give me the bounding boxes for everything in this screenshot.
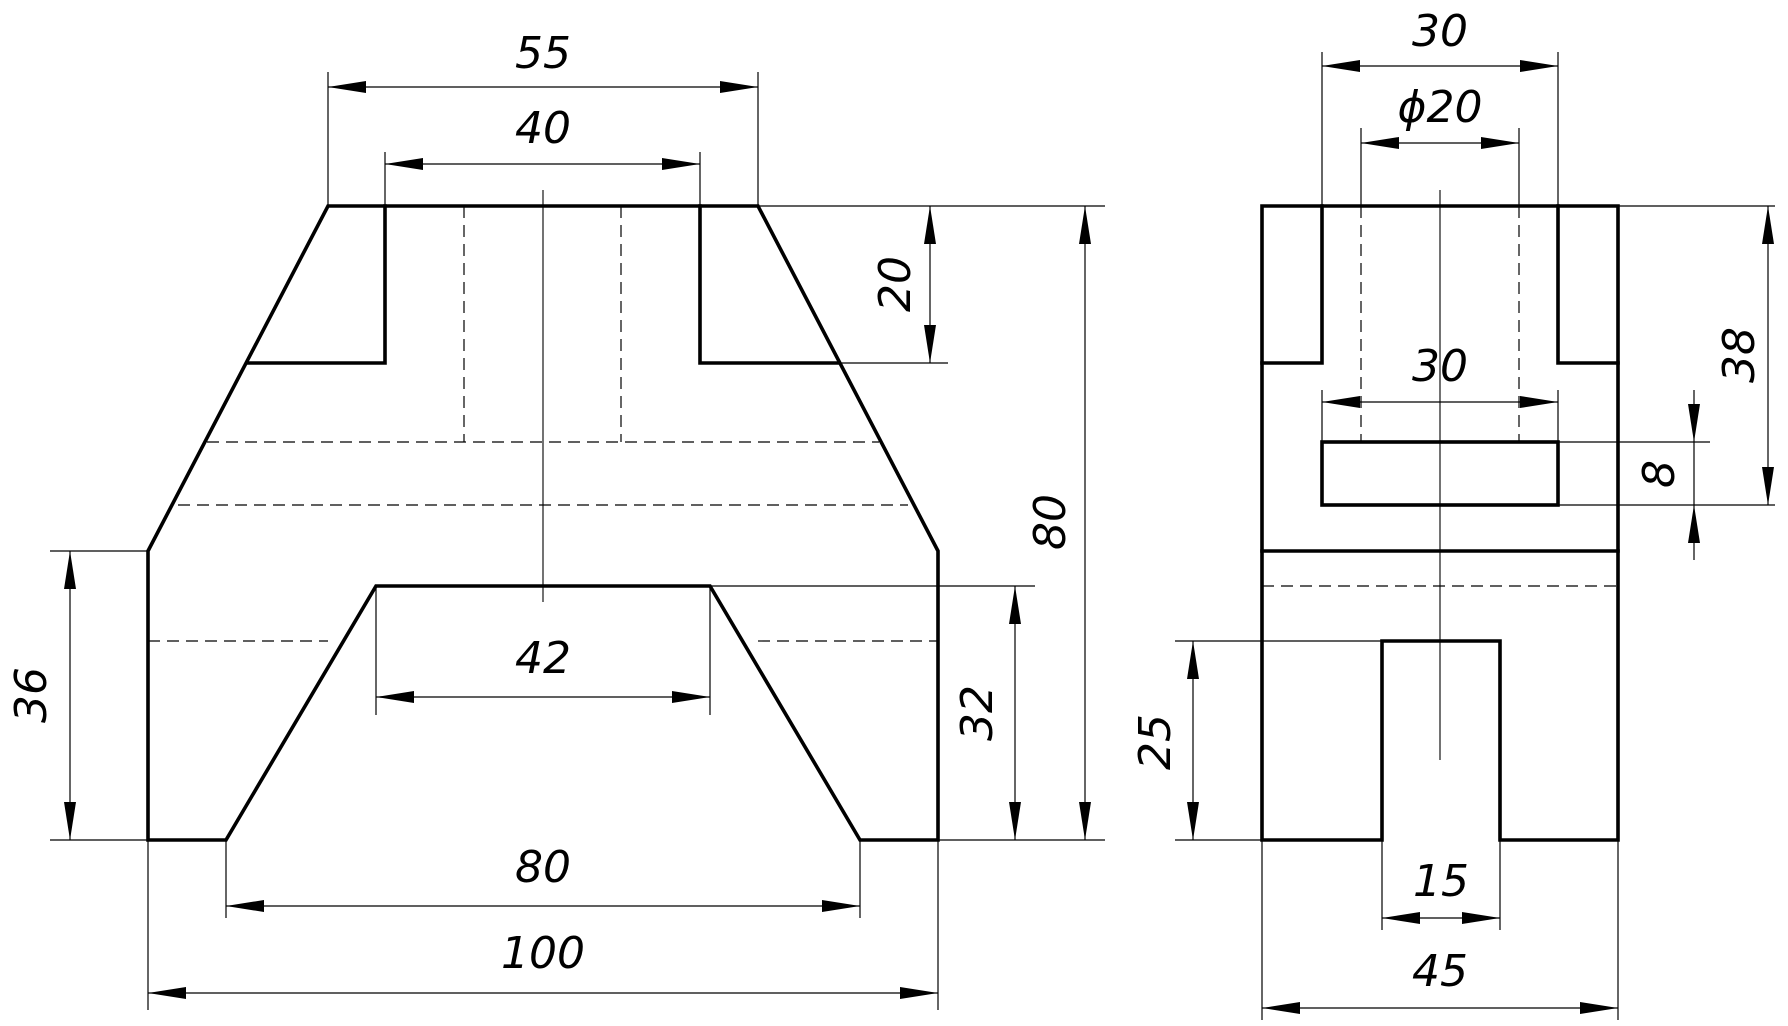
dim-side-total-width: 45 — [1412, 946, 1468, 997]
side-extension-lines — [1175, 52, 1775, 1020]
dim-front-top-width: 55 — [515, 28, 571, 79]
dim-front-arch-height: 32 — [952, 685, 1003, 741]
dim-side-height-38: 38 — [1714, 327, 1765, 383]
dim-side-slot-height: 8 — [1634, 460, 1685, 488]
dim-side-top-width: 30 — [1412, 6, 1468, 57]
dim-side-hole-diameter: ϕ20 — [1397, 82, 1482, 133]
side-arrows — [1187, 60, 1774, 1014]
dim-side-notch-height: 25 — [1130, 714, 1181, 770]
dim-front-side-height: 36 — [6, 667, 57, 723]
side-right-slot — [1556, 204, 1620, 365]
side-view-outline — [1260, 204, 1620, 842]
front-arrows — [64, 81, 1091, 999]
dim-front-slot-width: 40 — [515, 103, 571, 154]
side-left-slot — [1260, 204, 1324, 365]
dim-front-total-height: 80 — [1025, 494, 1076, 550]
front-view: 55 40 20 80 36 32 42 80 100 — [6, 28, 1105, 1010]
dim-front-total-width: 100 — [501, 928, 585, 979]
front-left-slot — [246, 204, 387, 365]
front-extension-lines — [50, 72, 1105, 1010]
dim-side-notch-width: 15 — [1413, 856, 1469, 907]
front-right-slot — [698, 204, 840, 365]
side-view: 30 ϕ20 30 38 8 25 15 45 — [1130, 6, 1775, 1020]
dim-front-base-inner-width: 80 — [515, 842, 571, 893]
dim-side-slot-width: 30 — [1412, 341, 1468, 392]
dim-front-arch-width: 42 — [515, 633, 571, 684]
dim-front-slot-depth: 20 — [870, 256, 921, 312]
